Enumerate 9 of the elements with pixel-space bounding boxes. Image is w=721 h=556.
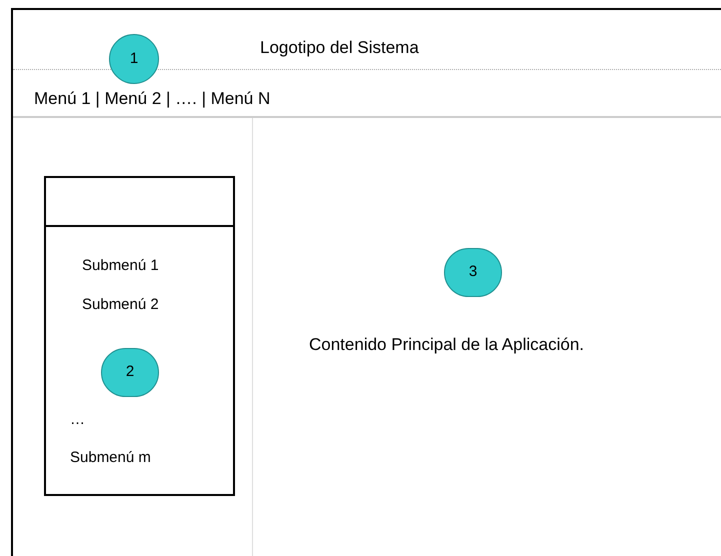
page-frame — [11, 8, 721, 556]
menu-bar-text: Menú 1 | Menú 2 | …. | Menú N — [34, 90, 270, 107]
content-text: Contenido Principal de la Aplicación. — [309, 336, 584, 353]
submenu-item: … — [70, 412, 85, 427]
submenu-item: Submenú 2 — [82, 297, 159, 312]
header-title: Logotipo del Sistema — [260, 39, 419, 56]
submenu-item: Submenú m — [70, 450, 151, 465]
submenu-item: Submenú 1 — [82, 258, 159, 273]
submenu-panel — [44, 176, 235, 496]
